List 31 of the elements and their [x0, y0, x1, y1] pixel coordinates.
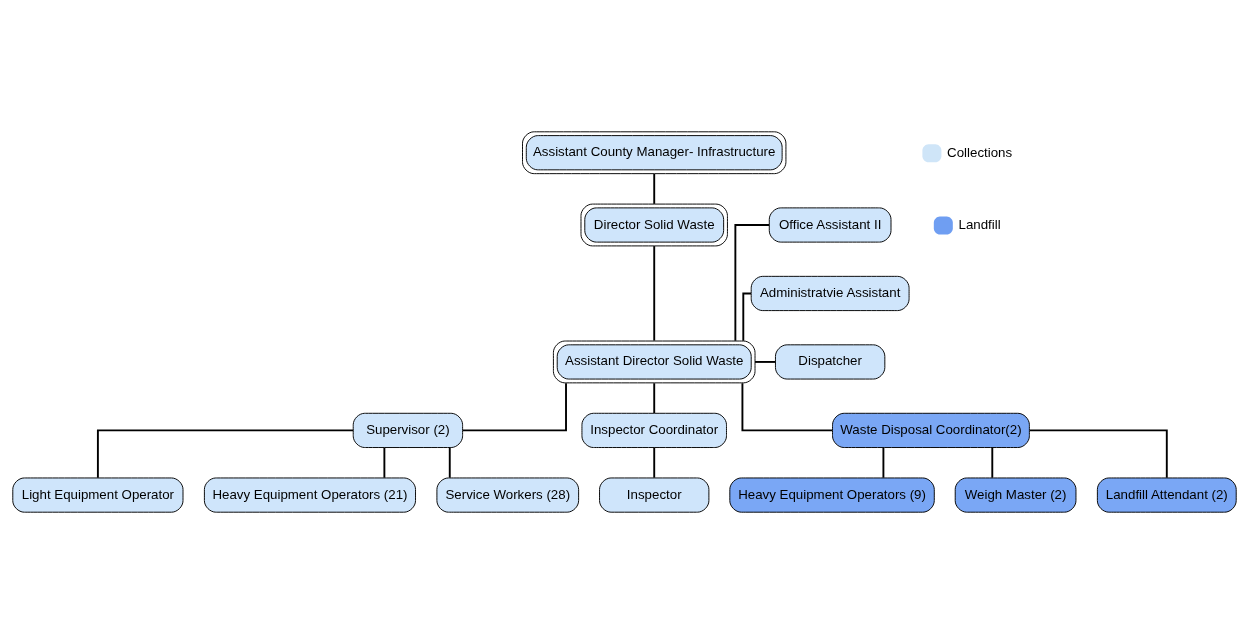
node-box: Supervisor (2) — [352, 412, 464, 448]
connector — [653, 382, 656, 414]
connector — [742, 292, 752, 342]
node-box: Assistant Director Solid Waste — [552, 340, 756, 384]
connector — [448, 446, 451, 479]
connector — [653, 446, 656, 479]
connector — [1028, 429, 1168, 479]
legend-label: Landfill — [958, 216, 1001, 232]
connector — [882, 446, 885, 479]
connector — [653, 173, 656, 205]
connector — [96, 429, 355, 479]
connector — [734, 224, 770, 342]
node-box: Inspector Coordinator — [581, 412, 727, 448]
node-box: Waste Disposal Coordinator(2) — [832, 412, 1030, 448]
connector — [741, 382, 834, 432]
node-box: Heavy Equipment Operators (9) — [729, 477, 935, 513]
connector — [461, 382, 567, 432]
node-box: Light Equipment Operator — [12, 477, 184, 513]
legend-label: Collections — [947, 144, 1013, 160]
connector — [653, 245, 656, 342]
node-box: Heavy Equipment Operators (21) — [203, 477, 416, 513]
connector — [754, 361, 777, 363]
node-box: Landfill Attendant (2) — [1096, 477, 1237, 513]
node-box: Office Assistant II — [768, 207, 892, 243]
node-box: Inspector — [599, 477, 710, 513]
node-box: Weigh Master (2) — [954, 477, 1077, 513]
node-box: Dispatcher — [775, 344, 886, 380]
node-box: Service Workers (28) — [436, 477, 580, 513]
node-box: Administratvie Assistant — [750, 275, 910, 312]
connector — [991, 446, 994, 479]
connector — [383, 446, 386, 479]
